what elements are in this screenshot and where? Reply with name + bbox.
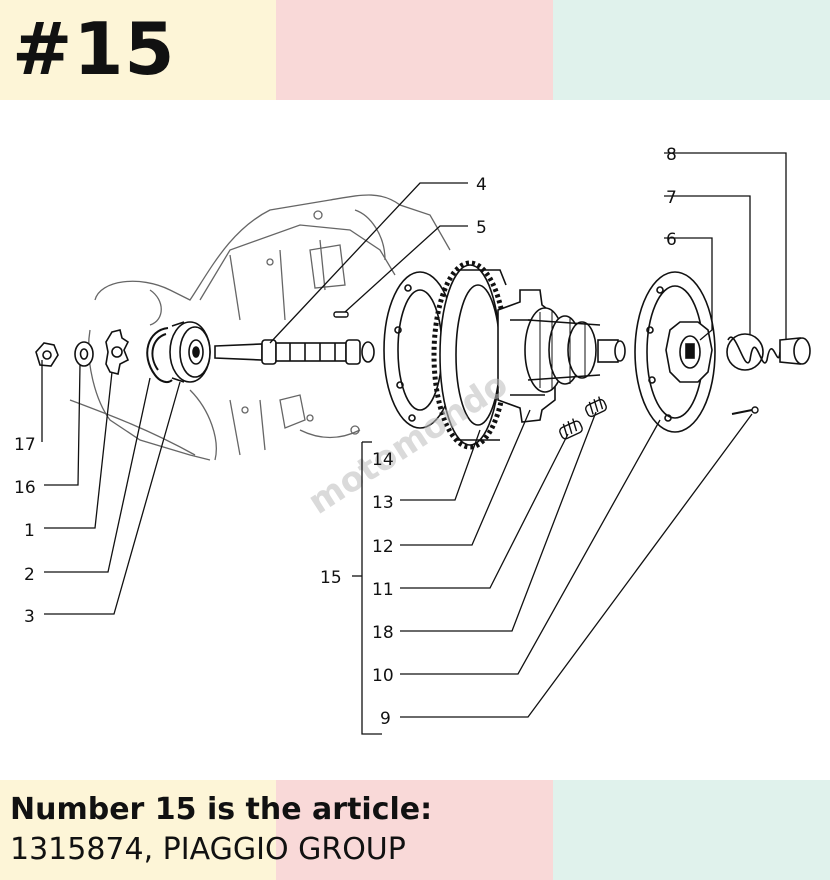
part-18-spring [585, 396, 607, 418]
page-title: #15 [12, 7, 176, 91]
callout-5: 5 [476, 218, 487, 238]
header-band-mint [553, 0, 830, 100]
header-band [0, 0, 830, 100]
callout-15: 15 [320, 568, 342, 588]
exploded-parts-diagram: motomondo 17 16 1 2 3 4 5 8 7 6 15 14 [14, 145, 811, 735]
part-5-key [333, 311, 349, 318]
part-9-pin [731, 406, 759, 415]
callout-4: 4 [476, 175, 487, 195]
part-planet-cluster [524, 307, 626, 393]
callout-14: 14 [372, 450, 394, 470]
part-6-nut [665, 321, 713, 383]
callout-17: 17 [14, 435, 36, 455]
callout-8: 8 [666, 145, 677, 165]
part-3-bearing [169, 321, 211, 383]
footer-band-mint [553, 780, 830, 880]
gearbox-housing-sketch [69, 194, 451, 461]
footer-band-yellow [0, 780, 276, 880]
part-4-shaft [214, 339, 375, 365]
callout-10: 10 [372, 666, 394, 686]
part-1-star-washer [105, 329, 130, 375]
part-11-spring [559, 418, 583, 440]
header-band-yellow [0, 0, 276, 100]
part-7-spring [726, 333, 781, 371]
callout-leaders [41, 152, 787, 735]
part-13-ring-gear [431, 260, 509, 450]
callout-1: 1 [24, 521, 35, 541]
part-2-circlip [146, 327, 173, 384]
footer-band [0, 780, 830, 880]
footer-band-pink [276, 780, 553, 880]
callout-18: 18 [372, 623, 394, 643]
callout-16: 16 [14, 478, 36, 498]
callout-3: 3 [24, 607, 35, 627]
callout-13: 13 [372, 493, 394, 513]
part-17-nut [35, 342, 59, 367]
callout-9: 9 [380, 709, 391, 729]
part-16-washer [74, 341, 94, 367]
callout-labels: 17 16 1 2 3 4 5 8 7 6 15 14 13 12 11 18 … [14, 145, 677, 729]
article-caption: Number 15 is the article: [10, 792, 433, 827]
header-band-pink [276, 0, 553, 100]
article-part-number: 1315874, PIAGGIO GROUP [10, 832, 406, 867]
callout-6: 6 [666, 230, 677, 250]
callout-2: 2 [24, 565, 35, 585]
callout-12: 12 [372, 537, 394, 557]
callout-7: 7 [666, 188, 677, 208]
part-8-cap [779, 337, 811, 365]
callout-11: 11 [372, 580, 394, 600]
